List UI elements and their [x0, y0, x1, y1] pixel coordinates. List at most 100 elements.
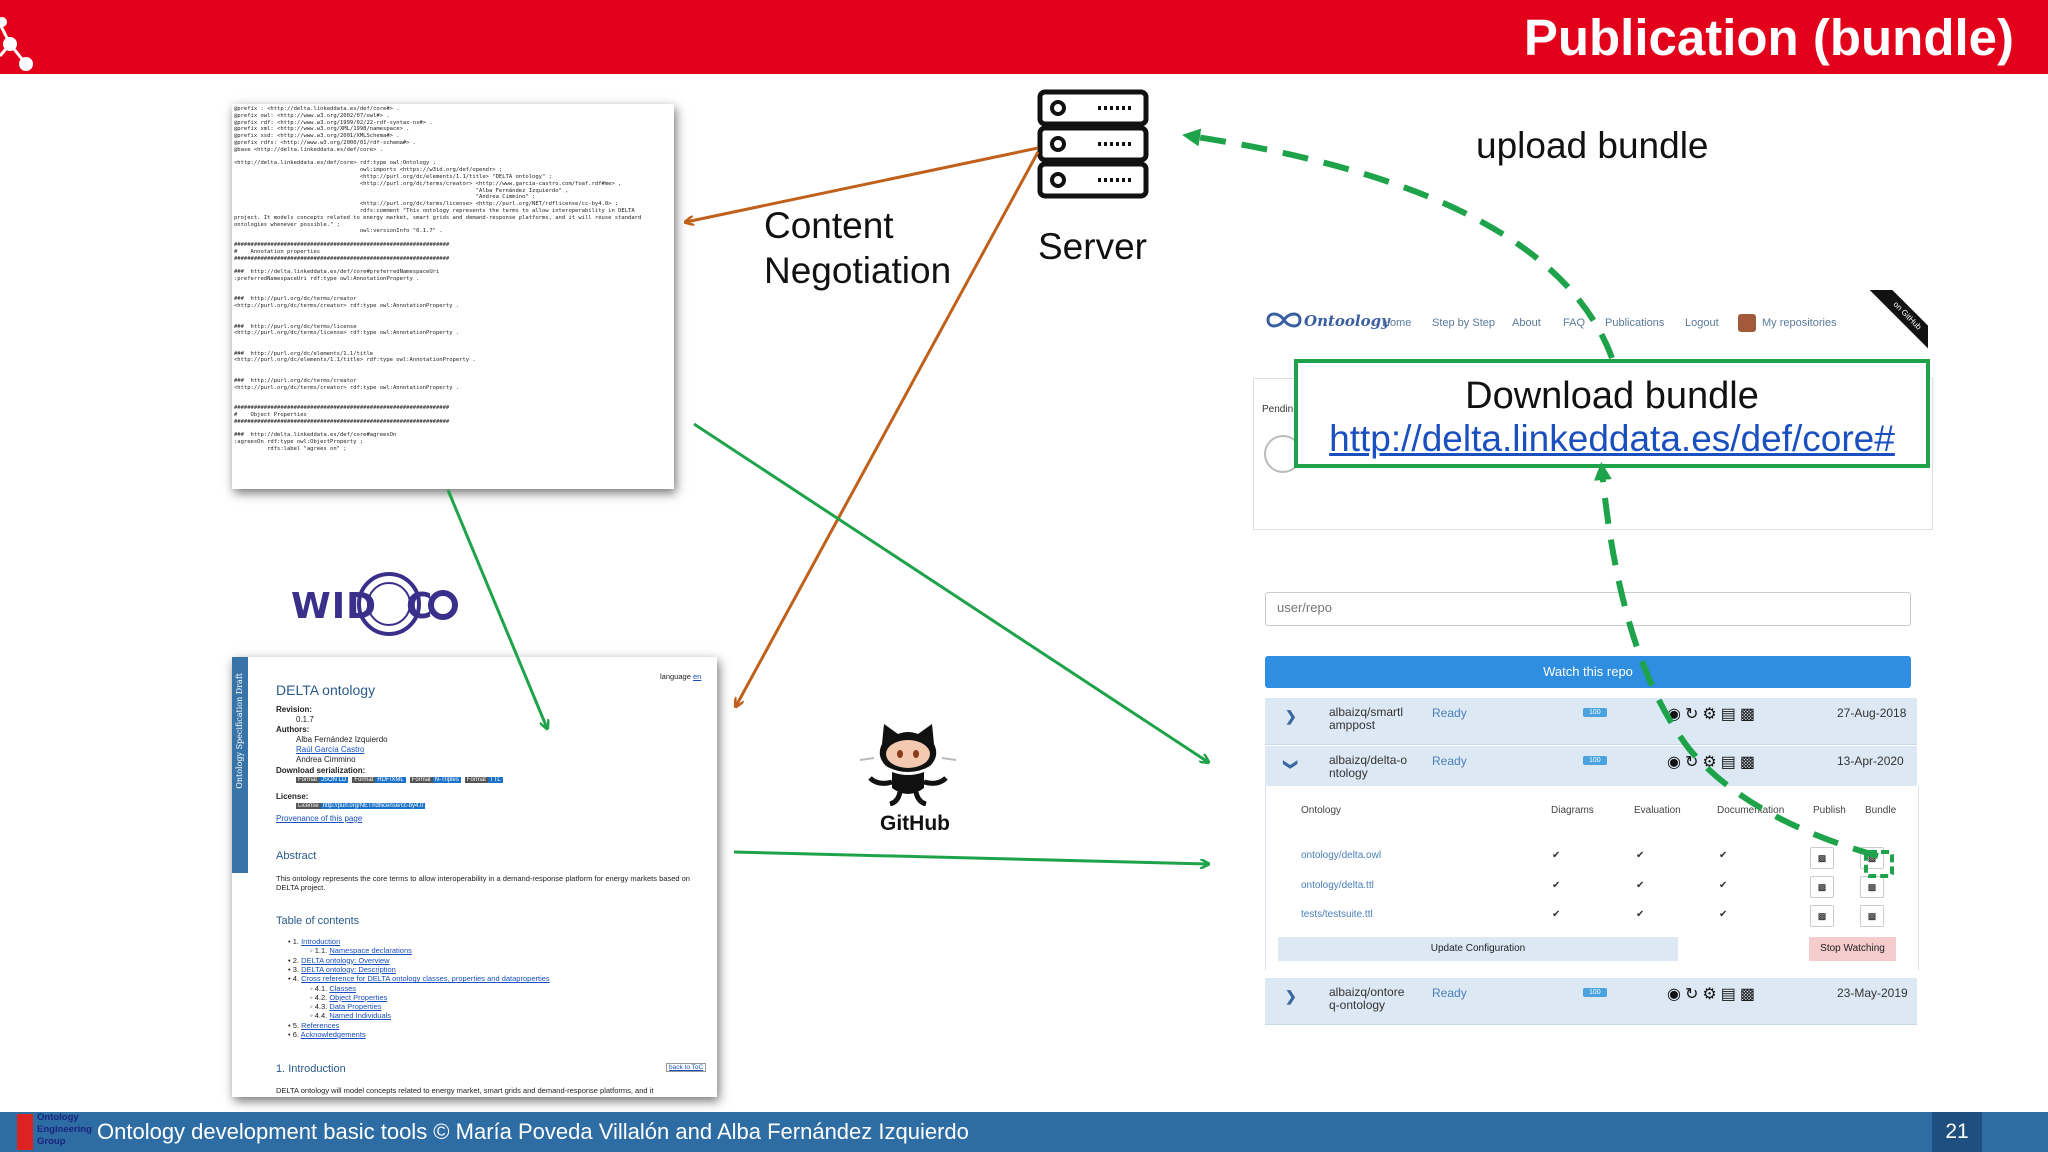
- nav-home[interactable]: Home: [1382, 317, 1412, 329]
- document-icon[interactable]: ▤: [1720, 754, 1740, 771]
- publish-icon[interactable]: ▩: [1739, 986, 1759, 1003]
- nav-my-repositories[interactable]: My repositories: [1762, 317, 1837, 329]
- server-label: Server: [1038, 226, 1147, 267]
- gear-icon[interactable]: ⚙: [1702, 986, 1721, 1003]
- stop-watching-button[interactable]: Stop Watching: [1809, 937, 1896, 961]
- evaluation-checkbox[interactable]: ✔: [1636, 909, 1645, 920]
- file-link[interactable]: ontology/delta.ttl: [1301, 880, 1374, 891]
- toc-link[interactable]: Classes: [329, 983, 357, 993]
- toc-link[interactable]: References: [301, 1020, 340, 1030]
- toc-link[interactable]: Named Individuals: [329, 1011, 392, 1021]
- nav-logout[interactable]: Logout: [1685, 317, 1719, 329]
- evaluation-checkbox[interactable]: ✔: [1636, 850, 1645, 861]
- toc-item[interactable]: ◦ 4.3. Data Properties: [310, 1002, 381, 1011]
- file-link[interactable]: ontology/delta.owl: [1301, 850, 1382, 861]
- publish-button[interactable]: ▩: [1810, 847, 1834, 869]
- repo-name-line2: ntology: [1329, 766, 1368, 780]
- download-bundle-link[interactable]: http://delta.linkeddata.es/def/core#: [1329, 418, 1895, 459]
- toc-item[interactable]: • 5. References: [288, 1021, 339, 1030]
- github-icon[interactable]: ◉: [1667, 754, 1685, 771]
- toc-item[interactable]: • 1. Introduction: [288, 937, 340, 946]
- toc-item[interactable]: ◦ 4.2. Object Properties: [310, 993, 387, 1002]
- refresh-icon[interactable]: ↻: [1684, 706, 1703, 723]
- toc-item[interactable]: • 6. Acknowledgements: [288, 1030, 366, 1039]
- toc-link[interactable]: DELTA ontology: Overview: [301, 955, 390, 965]
- format-ttl-link[interactable]: TTL: [487, 777, 503, 783]
- github-ribbon-text[interactable]: on GitHub: [1869, 290, 1928, 350]
- publish-button[interactable]: ▩: [1810, 876, 1834, 898]
- format-ntriples-link[interactable]: N-Triples: [432, 777, 461, 783]
- github-icon[interactable]: ◉: [1667, 986, 1685, 1003]
- nav-faq[interactable]: FAQ: [1563, 317, 1586, 329]
- evaluation-checkbox[interactable]: ✔: [1636, 880, 1645, 891]
- toc-item[interactable]: ◦ 1.1. Namespace declarations: [310, 946, 412, 955]
- toc-link[interactable]: DELTA ontology: Description: [301, 964, 396, 974]
- repo-search-input[interactable]: [1275, 599, 1879, 616]
- toc-link[interactable]: Introduction: [301, 937, 341, 946]
- watch-repo-button[interactable]: Watch this repo: [1265, 656, 1911, 688]
- avatar[interactable]: [1738, 314, 1756, 332]
- turtle-code-text: @prefix : <http://delta.linkeddata.es/de…: [234, 106, 642, 452]
- documentation-checkbox[interactable]: ✔: [1719, 850, 1728, 861]
- gear-icon[interactable]: ⚙: [1702, 754, 1721, 771]
- toc-link[interactable]: Object Properties: [329, 992, 388, 1002]
- toc-item[interactable]: • 4. Cross reference for DELTA ontology …: [288, 974, 550, 983]
- bundle-download-icon[interactable]: ▩: [1860, 876, 1884, 898]
- diagrams-checkbox[interactable]: ✔: [1552, 909, 1561, 920]
- download-serialization-label: Download serialization:: [276, 766, 366, 775]
- provenance-link[interactable]: Provenance of this page: [276, 814, 363, 823]
- toc-item[interactable]: ◦ 4.4. Named Individuals: [310, 1011, 391, 1020]
- format-rdfxml-link[interactable]: RDF/XML: [375, 777, 406, 783]
- publish-button[interactable]: ▩: [1810, 905, 1834, 927]
- language-value[interactable]: en: [692, 672, 702, 681]
- toc-number: • 4.: [288, 974, 302, 984]
- author-1: Alba Fernández Izquierdo: [296, 735, 388, 744]
- refresh-icon[interactable]: ↻: [1684, 754, 1703, 771]
- download-bundle-title: Download bundle: [1465, 375, 1759, 417]
- toc-item[interactable]: ◦ 4.1. Classes: [310, 984, 356, 993]
- diagrams-checkbox[interactable]: ✔: [1552, 850, 1561, 861]
- bundle-download-icon[interactable]: ▩: [1860, 905, 1884, 927]
- publish-icon[interactable]: ▩: [1739, 706, 1759, 723]
- toc-link[interactable]: Acknowledgements: [300, 1030, 366, 1039]
- nav-publications[interactable]: Publications: [1605, 317, 1665, 329]
- github-ribbon[interactable]: on GitHub: [1868, 290, 1928, 350]
- toc-number: ◦ 4.2.: [310, 992, 330, 1002]
- language-selector[interactable]: language en: [660, 672, 701, 681]
- github-icon[interactable]: ◉: [1667, 706, 1685, 723]
- toc-item[interactable]: • 2. DELTA ontology: Overview: [288, 956, 390, 965]
- widoco-logo: WID C: [291, 572, 458, 636]
- update-configuration-button[interactable]: Update Configuration: [1278, 937, 1678, 961]
- chevron-right-icon[interactable]: ❯: [1285, 708, 1297, 724]
- back-to-toc-link[interactable]: back to ToC: [666, 1063, 707, 1072]
- oeg-logo-line1: Ontology: [37, 1112, 79, 1123]
- toc-link[interactable]: Data Properties: [329, 1002, 382, 1012]
- chevron-down-icon[interactable]: ❯: [1283, 758, 1300, 771]
- toc-item[interactable]: • 3. DELTA ontology: Description: [288, 965, 396, 974]
- file-link[interactable]: tests/testsuite.ttl: [1301, 909, 1373, 920]
- format-jsonld-link[interactable]: JSON LD: [319, 777, 349, 783]
- documentation-checkbox[interactable]: ✔: [1719, 880, 1728, 891]
- document-icon[interactable]: ▤: [1720, 986, 1740, 1003]
- publish-icon[interactable]: ▩: [1739, 754, 1759, 771]
- bundle-download-icon[interactable]: ▩: [1860, 847, 1884, 869]
- toc-link[interactable]: Cross reference for DELTA ontology class…: [301, 974, 550, 984]
- nav-step-by-step[interactable]: Step by Step: [1432, 317, 1495, 329]
- chevron-right-icon[interactable]: ❯: [1285, 988, 1297, 1004]
- author-2-link[interactable]: Raúl García Castro: [296, 745, 365, 754]
- documentation-checkbox[interactable]: ✔: [1719, 909, 1728, 920]
- toc-link[interactable]: Namespace declarations: [329, 946, 412, 956]
- repo-actions: ◉↻⚙▤▩: [1667, 984, 1759, 1004]
- diagrams-checkbox[interactable]: ✔: [1552, 880, 1561, 891]
- gear-icon[interactable]: ⚙: [1702, 706, 1721, 723]
- license-url[interactable]: http://purl.org/NET/rdflicense/cc-by4.0: [320, 803, 426, 809]
- github-octocat-icon: [859, 724, 957, 806]
- nav-about[interactable]: About: [1512, 317, 1541, 329]
- document-icon[interactable]: ▤: [1720, 706, 1740, 723]
- refresh-icon[interactable]: ↻: [1684, 986, 1703, 1003]
- ontoology-brand[interactable]: Ontoology: [1304, 312, 1390, 330]
